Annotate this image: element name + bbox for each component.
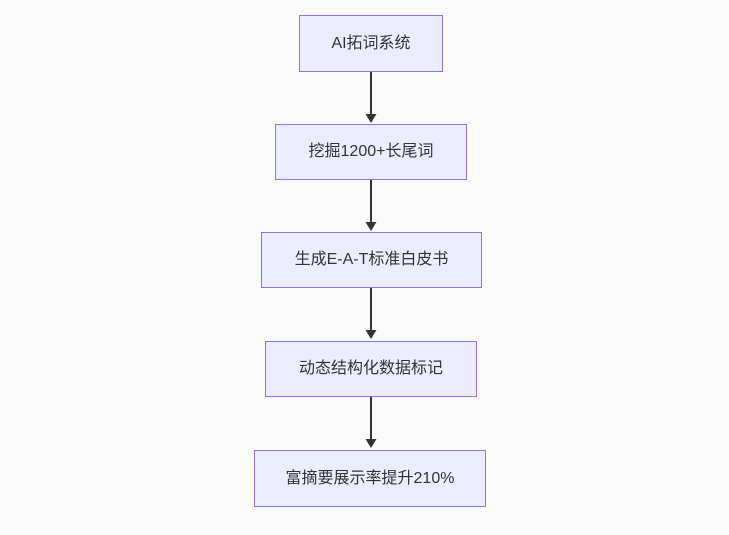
node-label: 富摘要展示率提升210%: [285, 469, 455, 487]
node-label: 挖掘1200+长尾词: [308, 143, 434, 160]
flowchart-node-longtail-mining: 挖掘1200+长尾词: [275, 124, 467, 180]
node-label: 动态结构化数据标记: [298, 360, 443, 377]
node-label: AI拓词系统: [331, 34, 411, 52]
flowchart-node-structured-data: 动态结构化数据标记: [265, 341, 477, 397]
arrow-c-to-d: [365, 288, 377, 339]
arrow-b-to-c: [365, 180, 377, 231]
arrow-a-to-b: [365, 72, 377, 123]
flowchart-node-rich-snippet-result: 富摘要展示率提升210%: [254, 450, 486, 507]
flowchart-node-ai-word-system: AI拓词系统: [299, 15, 443, 72]
flowchart-node-eat-whitepaper: 生成E-A-T标准白皮书: [261, 232, 482, 288]
arrow-d-to-e: [365, 397, 377, 448]
node-label: 生成E-A-T标准白皮书: [294, 251, 449, 268]
